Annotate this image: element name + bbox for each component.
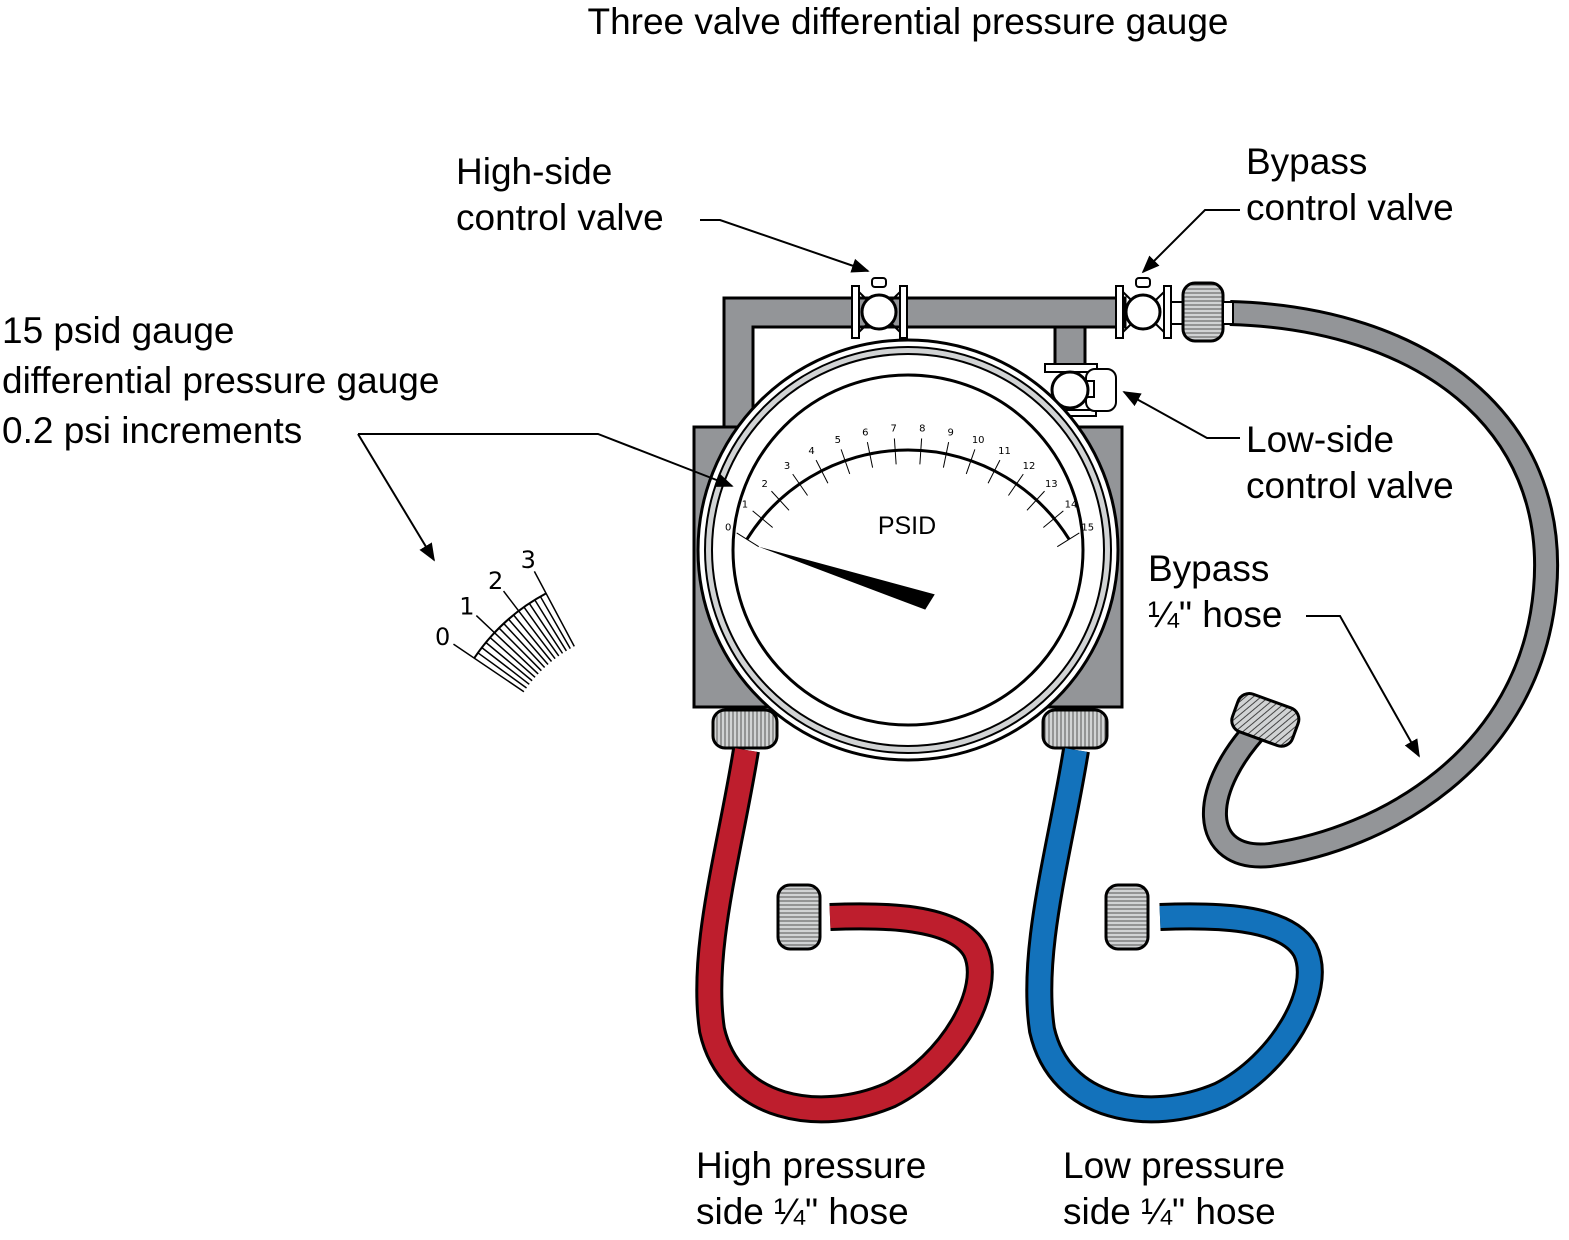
- leader-gauge-dial: [358, 433, 734, 487]
- gauge-tick-label: 12: [1023, 461, 1036, 472]
- gauge-tick: [771, 490, 790, 511]
- gauge-tick: [1008, 473, 1024, 496]
- inset-tick-label: 2: [488, 567, 503, 595]
- inset-tick-label: 3: [521, 546, 536, 574]
- gauge-scale-arc: [745, 448, 1071, 541]
- low-side-control-valve[interactable]: [1044, 363, 1117, 417]
- gauge-tick: [752, 510, 773, 528]
- bypass-hose-fitting: [1230, 692, 1301, 748]
- high-hose-fitting: [776, 883, 822, 951]
- inset-major-tick: [502, 590, 556, 660]
- gauge-tick: [965, 449, 976, 475]
- gauge-tick: [893, 438, 897, 465]
- high-side-port-fitting: [711, 708, 779, 750]
- inset-major-tick: [475, 615, 539, 675]
- inset-minor-tick: [489, 637, 536, 678]
- label-low-side-valve-1: Low-side: [1246, 419, 1394, 460]
- inset-scale-arc: [473, 592, 547, 659]
- low-hose-fitting: [1104, 883, 1150, 951]
- gauge-tick: [866, 442, 874, 468]
- inset-minor-tick: [539, 596, 571, 649]
- gauge-tick-label: 10: [972, 435, 985, 446]
- label-low-side-valve-2: control valve: [1246, 465, 1454, 506]
- bypass-hose: [1202, 300, 1560, 869]
- label-bypass-hose-2: ¼" hose: [1148, 594, 1283, 635]
- label-bypass-valve-1: Bypass: [1246, 141, 1367, 182]
- inset-minor-tick: [513, 614, 553, 662]
- gauge-tick-label: 8: [919, 423, 925, 434]
- gauge-tick-label: 1: [742, 499, 748, 510]
- gauge-tick-label: 9: [947, 427, 953, 438]
- gauge-tick-label: 15: [1081, 523, 1094, 534]
- gauge-tick-label: 13: [1045, 479, 1058, 490]
- label-high-hose-2: side ¼" hose: [696, 1191, 909, 1232]
- gauge-tick: [792, 473, 808, 496]
- bypass-control-valve[interactable]: [1115, 277, 1234, 343]
- gauge-tick-label: 5: [835, 435, 841, 446]
- gauge-tick-label: 6: [862, 427, 868, 438]
- gauge-tick-label: 3: [784, 461, 790, 472]
- gauge-tick-label: 14: [1065, 499, 1078, 510]
- inset-minor-tick: [485, 641, 533, 682]
- gauge-needle: [758, 546, 935, 610]
- gauge-tick: [815, 459, 829, 484]
- gauge-tick: [840, 449, 851, 475]
- gauge-tick: [1056, 532, 1080, 548]
- label-bypass-hose-1: Bypass: [1148, 548, 1269, 589]
- label-gauge-spec-2: differential pressure gauge: [2, 360, 439, 401]
- inset-minor-tick: [477, 652, 527, 689]
- diagram-title: Three valve differential pressure gauge: [587, 1, 1228, 42]
- label-high-hose-1: High pressure: [696, 1145, 926, 1186]
- label-gauge-spec-1: 15 psid gauge: [2, 310, 234, 351]
- gauge-tick: [987, 459, 1001, 484]
- high-pressure-hose: [695, 747, 994, 1124]
- inset-major-tick: [533, 570, 575, 647]
- gauge-tick: [736, 532, 760, 548]
- label-low-hose-2: side ¼" hose: [1063, 1191, 1276, 1232]
- inset-tick-label: 1: [459, 593, 474, 621]
- label-gauge-spec-3: 0.2 psi increments: [2, 410, 302, 451]
- label-high-side-valve-2: control valve: [456, 197, 664, 238]
- gauge-tick: [1043, 510, 1064, 528]
- inset-minor-tick: [481, 647, 530, 685]
- label-high-side-valve-1: High-side: [456, 151, 612, 192]
- gauge-tick-label: 11: [998, 446, 1011, 457]
- gauge-tick-label: 4: [808, 446, 814, 457]
- high-side-control-valve[interactable]: [851, 277, 908, 339]
- inset-minor-tick: [503, 623, 546, 669]
- label-low-hose-1: Low pressure: [1063, 1145, 1285, 1186]
- gauge-tick: [942, 442, 950, 468]
- inset-minor-tick: [528, 603, 564, 654]
- inset-minor-tick: [523, 606, 560, 657]
- leader-high-side-valve: [700, 219, 870, 273]
- gauge-tick: [919, 438, 923, 465]
- leader-low-side-valve: [1122, 391, 1240, 439]
- leader-inset-scale: [357, 433, 435, 562]
- inset-minor-tick: [508, 618, 549, 665]
- gauge-tick-label: 2: [761, 479, 767, 490]
- low-pressure-hose: [1025, 747, 1324, 1124]
- gauge-unit-label: PSID: [878, 512, 936, 540]
- inset-major-tick: [453, 643, 525, 693]
- inset-minor-tick: [498, 627, 542, 672]
- gauge-tick-label: 7: [891, 423, 897, 434]
- inset-minor-tick: [534, 599, 568, 652]
- leader-bypass-valve: [1141, 209, 1240, 274]
- gauge-tick: [1026, 490, 1045, 511]
- gauge-tick-label: 0: [725, 523, 731, 534]
- low-side-port-fitting: [1041, 708, 1109, 750]
- inset-tick-label: 0: [435, 623, 450, 651]
- leader-bypass-hose: [1306, 615, 1420, 758]
- label-bypass-valve-2: control valve: [1246, 187, 1454, 228]
